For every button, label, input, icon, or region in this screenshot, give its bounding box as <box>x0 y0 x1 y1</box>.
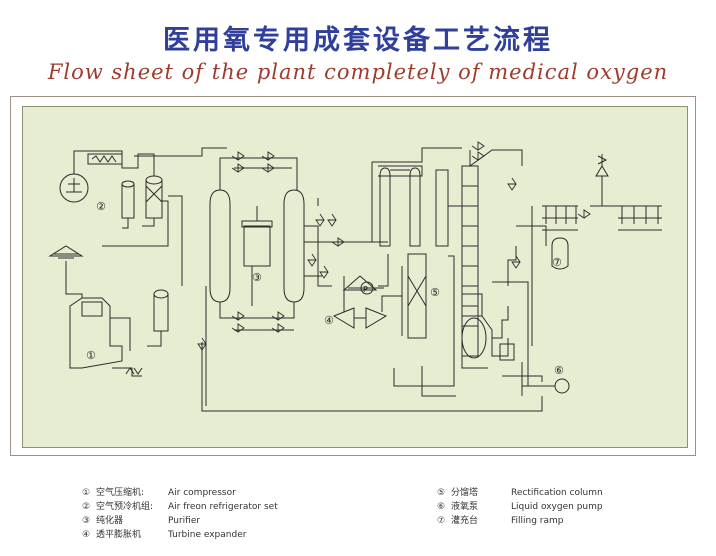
pump-label-p: P <box>363 285 368 294</box>
diagram-panel <box>22 106 688 448</box>
refrigerator-set <box>59 150 169 247</box>
legend-num: ④ <box>82 530 91 540</box>
legend-item: ④ 透平膨胀机 Turbine expander <box>82 528 278 542</box>
air-compressor <box>69 297 143 377</box>
legend-num: ② <box>82 502 91 512</box>
legend-en: Filling ramp <box>511 516 564 526</box>
eq-label-1: ① <box>86 349 96 362</box>
filling-ramp <box>531 154 662 346</box>
legend-en: Purifier <box>168 516 201 526</box>
purifier <box>209 157 305 331</box>
legend-num: ③ <box>82 516 91 526</box>
title-chinese: 医用氧专用成套设备工艺流程 <box>163 25 553 56</box>
legend-item: ② 空气预冷机组: Air freon refrigerator set <box>82 500 278 514</box>
legend-cn: 分馏塔 <box>451 488 479 498</box>
intake-filter <box>48 245 84 298</box>
legend-num: ⑦ <box>437 516 446 526</box>
legend-left: ① 空气压缩机: Air compressor ② 空气预冷机组: Air freon … <box>82 486 278 542</box>
title-english: Flow sheet of the plant completely of me… <box>47 60 669 84</box>
liquid-oxygen-pump <box>502 362 570 396</box>
legend-num: ⑥ <box>437 502 446 512</box>
legend-item: ⑤ 分馏塔 Rectification column <box>437 486 603 500</box>
legend-item: ⑦ 灌充台 Filling ramp <box>437 514 603 528</box>
flow-diagram: ① ② ③ ④ ⑤ ⑥ ⑦ P <box>48 141 662 412</box>
legend-cn: 液氧泵 <box>451 502 479 512</box>
legend-cn: 透平膨胀机 <box>96 530 142 540</box>
legend-right: ⑤ 分馏塔 Rectification column ⑥ 液氧泵 Liquid oxyg… <box>437 486 603 528</box>
turbine-expander <box>332 275 402 329</box>
eq-label-7: ⑦ <box>552 256 562 269</box>
legend-en: Liquid oxygen pump <box>511 502 603 512</box>
eq-label-5: ⑤ <box>430 286 440 299</box>
legend-num: ⑤ <box>437 488 446 498</box>
legend-item: ① 空气压缩机: Air compressor <box>82 486 278 500</box>
eq-label-4: ④ <box>324 314 334 327</box>
legend-en: Air freon refrigerator set <box>168 502 278 512</box>
valves <box>197 141 591 351</box>
legend-cn: 纯化器 <box>96 516 124 526</box>
legend-item: ⑥ 液氧泵 Liquid oxygen pump <box>437 500 603 514</box>
legend-en: Turbine expander <box>168 530 247 540</box>
eq-label-3: ③ <box>252 271 262 284</box>
legend-en: Air compressor <box>168 488 236 498</box>
legend-cn: 空气压缩机: <box>96 488 145 498</box>
eq-label-6: ⑥ <box>554 364 564 377</box>
legend-cn: 空气预冷机组: <box>96 502 154 512</box>
legend-item: ③ 纯化器 Purifier <box>82 514 278 528</box>
legend-num: ① <box>82 488 91 498</box>
eq-label-2: ② <box>96 200 106 213</box>
legend-cn: 灌充台 <box>451 516 479 526</box>
rectification-column <box>378 149 523 361</box>
legend-en: Rectification column <box>511 488 603 498</box>
